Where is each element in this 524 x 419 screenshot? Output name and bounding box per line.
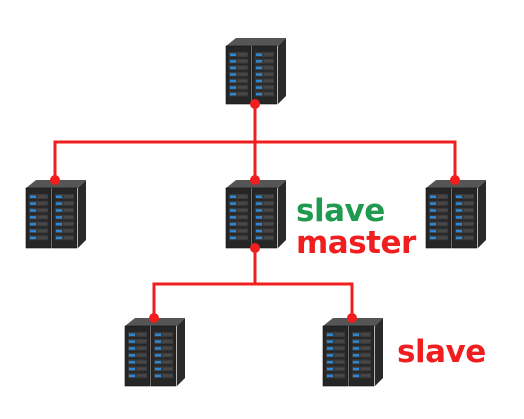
connector-dot bbox=[149, 313, 159, 323]
server-rack-icon bbox=[225, 38, 286, 105]
connector-dot bbox=[347, 313, 357, 323]
connector-lines bbox=[53, 102, 457, 320]
bottom-right-slave-label: slave bbox=[397, 334, 486, 370]
server-nodes bbox=[25, 38, 486, 387]
server-rack-icon bbox=[322, 318, 383, 387]
server-rack-icon bbox=[25, 180, 86, 249]
middle-master-label: master bbox=[296, 225, 416, 261]
server-rack-icon bbox=[425, 180, 486, 249]
connector-dot bbox=[50, 175, 60, 185]
server-rack-icon bbox=[124, 318, 185, 387]
middle-slave-label: slave bbox=[296, 193, 385, 229]
connector-dot bbox=[450, 175, 460, 185]
connector-dots bbox=[50, 99, 460, 323]
connector-dot bbox=[250, 243, 260, 253]
server-rack-icon bbox=[225, 180, 286, 249]
connector-dot bbox=[250, 99, 260, 109]
connector-dot bbox=[250, 175, 260, 185]
